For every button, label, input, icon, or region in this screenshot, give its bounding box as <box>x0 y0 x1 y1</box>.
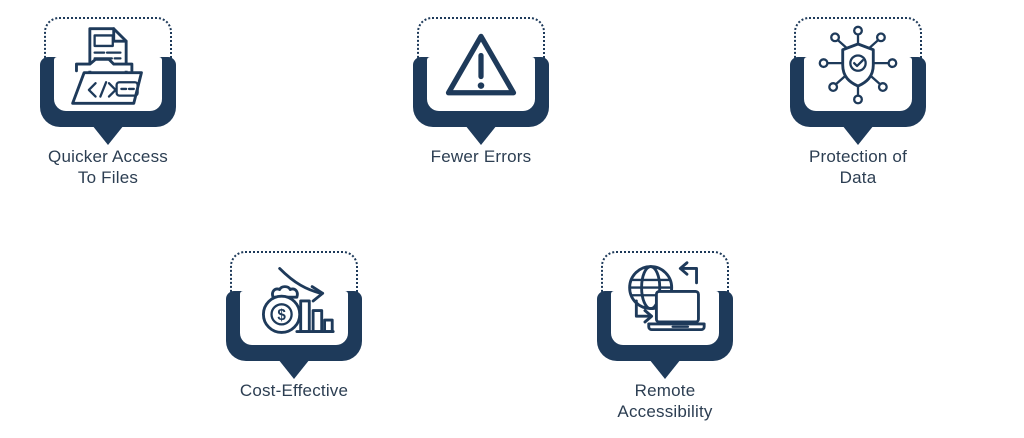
pointer-tail <box>465 125 497 145</box>
globe-laptop-icon <box>628 261 706 332</box>
icon-container <box>40 23 176 115</box>
card-label: Cost-Effective <box>239 381 349 400</box>
card-label: Fewer Errors <box>430 147 532 166</box>
card-frame: $ <box>226 251 362 381</box>
money-bag-chart-icon: $ <box>261 267 335 334</box>
benefit-card-remote-accessibility: Remote Accessibility <box>597 251 733 421</box>
warning-triangle-icon <box>445 33 517 96</box>
card-frame <box>40 17 176 147</box>
card-frame <box>790 17 926 147</box>
card-label: Quicker Access To Files <box>48 147 168 187</box>
icon-container: $ <box>226 257 362 349</box>
icon-container <box>413 23 549 115</box>
benefit-card-fewer-errors: Fewer Errors <box>413 17 549 166</box>
benefit-card-protection-of-data: Protection of Data <box>790 17 926 187</box>
pointer-tail <box>92 125 124 145</box>
benefit-card-cost-effective: $ Cost-Effective <box>226 251 362 400</box>
card-frame <box>597 251 733 381</box>
benefit-card-quicker-access: Quicker Access To Files <box>40 17 176 187</box>
card-label: Protection of Data <box>808 147 908 187</box>
card-frame <box>413 17 549 147</box>
code-folder-icon <box>71 27 143 105</box>
svg-text:$: $ <box>277 307 286 324</box>
icon-container <box>597 257 733 349</box>
pointer-tail <box>649 359 681 379</box>
icon-container <box>790 23 926 115</box>
card-label: Remote Accessibility <box>617 381 713 421</box>
shield-network-icon <box>818 25 898 105</box>
pointer-tail <box>842 125 874 145</box>
pointer-tail <box>278 359 310 379</box>
